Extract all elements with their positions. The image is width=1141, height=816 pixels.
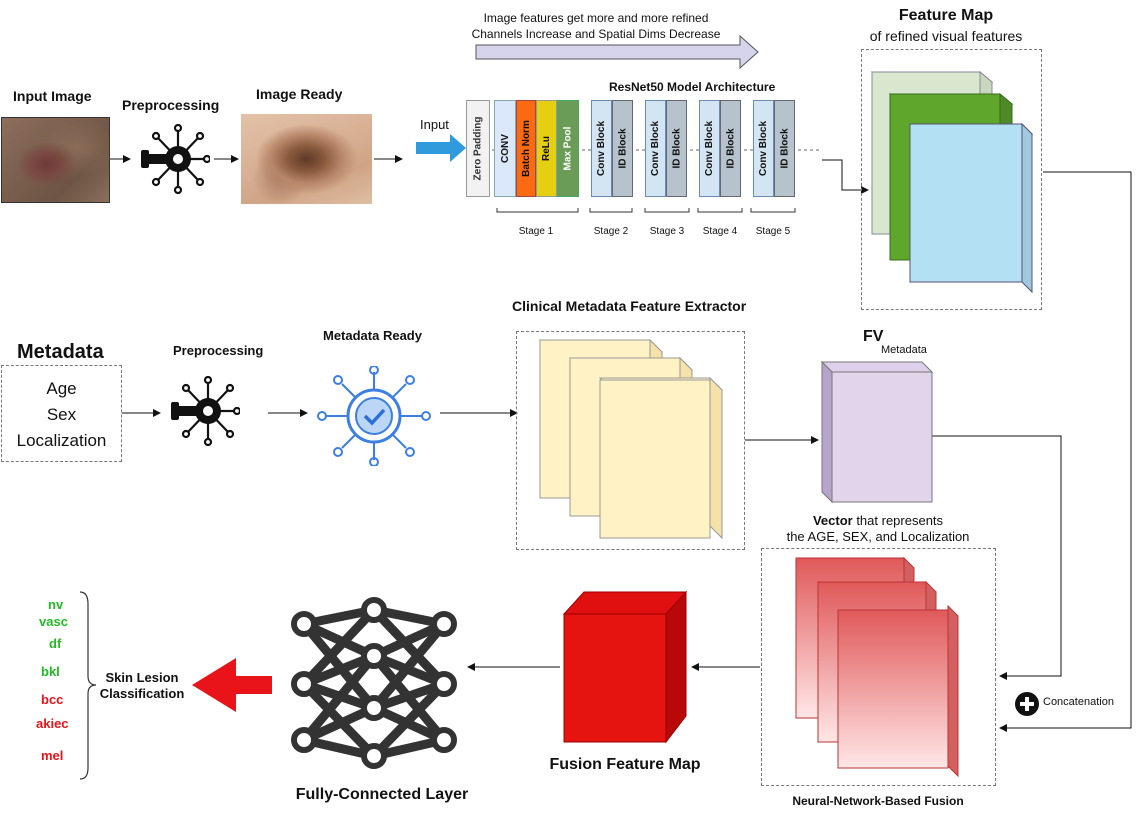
vector-rest: that represents — [852, 513, 944, 528]
id-block-stage2: ID Block — [612, 100, 633, 197]
stage-1-label: Stage 1 — [518, 226, 554, 237]
class-akiec: akiec — [36, 716, 69, 731]
refine-line-1: Image features get more and more refined — [483, 11, 709, 25]
preprocessing-title-middle: Preprocessing — [173, 343, 264, 358]
extractor-title: Clinical Metadata Feature Extractor — [512, 298, 747, 314]
preprocessing-gear-icon — [141, 124, 210, 194]
stage-2-label: Stage 2 — [593, 226, 629, 237]
metadata-box — [1, 365, 122, 462]
max-pool-block: Max Pool — [557, 100, 579, 197]
conv-block-stage1: CONV — [494, 100, 516, 197]
stage-5-label: Stage 5 — [755, 226, 791, 237]
field-age: Age — [46, 379, 77, 398]
classification-line-2: Classification — [99, 686, 185, 701]
class-mel: mel — [41, 748, 64, 763]
refine-caption: Image features get more and more refined… — [436, 10, 756, 42]
class-bcc: bcc — [41, 692, 64, 707]
input-arrow — [416, 134, 466, 162]
metadata-fields: Age Sex Localization — [1, 376, 122, 454]
id-block-stage4: ID Block — [720, 100, 741, 197]
nn-fusion-stack — [795, 556, 959, 778]
fv-metadata-block — [820, 360, 934, 504]
class-nv: nv — [48, 597, 64, 612]
extractor-box — [516, 331, 745, 550]
resnet-title: ResNet50 Model Architecture — [609, 80, 776, 94]
feature-map-title: Feature Map — [898, 7, 994, 24]
conv-block-stage5: Conv Block — [753, 100, 774, 197]
classification-line-1: Skin Lesion — [105, 670, 179, 685]
class-brace — [79, 591, 97, 780]
classification-arrow — [192, 658, 272, 712]
image-ready-photo — [241, 114, 372, 204]
batch-norm-block: Batch Norm — [516, 100, 536, 197]
fusion-feature-map-block — [562, 590, 688, 744]
relu-block: ReLu — [536, 100, 557, 197]
field-localization: Localization — [16, 431, 107, 450]
metadata-title: Metadata — [17, 341, 104, 363]
id-block-stage5: ID Block — [774, 100, 795, 197]
id-block-stage3: ID Block — [666, 100, 687, 197]
feature-map-stack — [870, 70, 1034, 294]
input-image-title: Input Image — [13, 88, 92, 104]
fusion-map-title: Fusion Feature Map — [549, 756, 701, 773]
class-bkl: bkl — [41, 664, 60, 679]
vector-bold: Vector — [812, 513, 853, 528]
conv-block-stage2: Conv Block — [591, 100, 612, 197]
vector-caption: Vector that represents the AGE, SEX, and… — [767, 513, 989, 545]
neural-network-icon — [291, 597, 457, 769]
input-image — [1, 117, 110, 203]
fc-layer-title: Fully-Connected Layer — [295, 786, 469, 803]
preprocessing-title-top: Preprocessing — [122, 97, 220, 113]
feature-map-subtitle: of refined visual features — [869, 28, 1023, 44]
fv-title: FV — [863, 328, 884, 345]
field-sex: Sex — [46, 405, 77, 424]
input-label: Input — [420, 117, 449, 132]
metadata-preprocessing-gear-icon — [171, 376, 240, 446]
refine-line-2: Channels Increase and Spatial Dims Decre… — [471, 27, 721, 41]
metadata-ready-gear-check-icon — [317, 366, 431, 466]
vector-line-2: the AGE, SEX, and Localization — [786, 529, 970, 544]
fv-subscript: Metadata — [881, 344, 927, 356]
class-vasc: vasc — [39, 614, 68, 629]
classification-label: Skin Lesion Classification — [90, 670, 194, 702]
image-ready-title: Image Ready — [256, 86, 343, 102]
feature-map-box — [861, 49, 1042, 310]
conv-block-stage3: Conv Block — [645, 100, 666, 197]
class-df: df — [49, 636, 62, 651]
nn-fusion-title: Neural-Network-Based Fusion — [792, 794, 964, 808]
concatenation-label: Concatenation — [1043, 696, 1114, 708]
metadata-ready-title: Metadata Ready — [323, 328, 422, 343]
extractor-stack — [538, 338, 724, 540]
conv-block-stage4: Conv Block — [699, 100, 720, 197]
nn-fusion-box — [761, 548, 996, 786]
stage-3-label: Stage 3 — [649, 226, 685, 237]
zero-padding-block: Zero Padding — [466, 100, 490, 197]
refine-arrow — [475, 34, 759, 70]
concatenation-plus-icon — [1015, 692, 1039, 716]
stage-4-label: Stage 4 — [702, 226, 738, 237]
